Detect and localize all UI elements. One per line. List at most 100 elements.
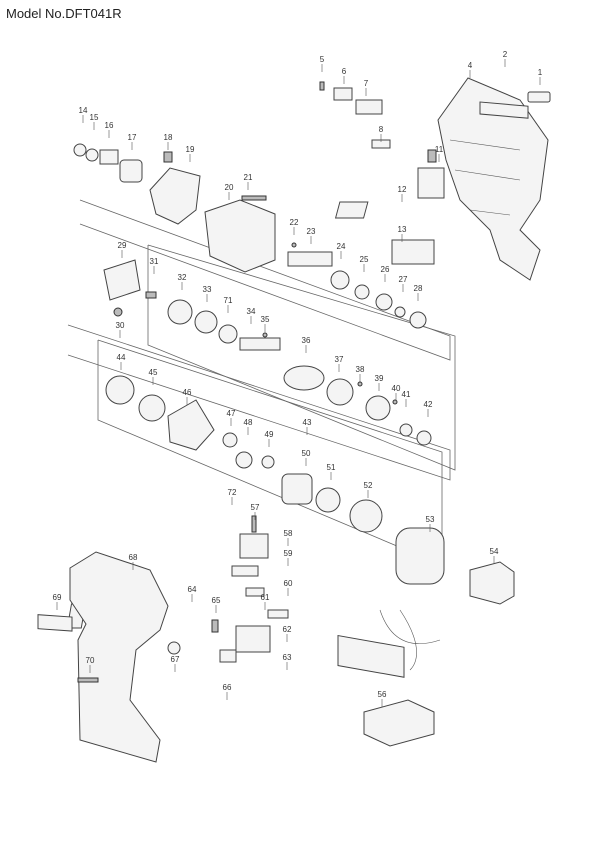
bearing-24-part [330, 270, 350, 290]
bearing-45-part [138, 394, 166, 422]
shaft-34-part [239, 337, 281, 351]
part-callout-58: 58 [284, 529, 293, 538]
spindle-part [287, 251, 333, 267]
wire-part [379, 609, 441, 671]
ring-25-part [354, 284, 370, 300]
carrier-46-part [167, 399, 215, 451]
spring-part [319, 81, 325, 91]
plate-44-part [105, 375, 135, 405]
gear-47-part [222, 432, 238, 448]
part-callout-56: 56 [378, 690, 387, 699]
part-callout-44: 44 [117, 353, 126, 362]
plate-51-part [315, 487, 341, 513]
switch-part [355, 99, 383, 115]
gear-housing-part [204, 199, 276, 273]
part-callout-37: 37 [335, 355, 344, 364]
part-callout-6: 6 [342, 67, 347, 76]
part-callout-5: 5 [320, 55, 325, 64]
screw-21-part [241, 195, 267, 201]
anvil-37-part [326, 378, 354, 406]
part-callout-32: 32 [178, 273, 187, 282]
part-callout-65: 65 [212, 596, 221, 605]
bracket-part [333, 87, 353, 101]
ring-28-part [409, 311, 427, 329]
name-plate-part [479, 101, 529, 119]
part-callout-54: 54 [490, 547, 499, 556]
part-callout-2: 2 [503, 50, 508, 59]
sleeve-part [119, 159, 143, 183]
cover-part [149, 167, 201, 225]
spring-36-part [283, 365, 325, 391]
part-callout-15: 15 [90, 113, 99, 122]
ring-42-part [416, 430, 432, 446]
label-69-part [37, 614, 73, 632]
washer-part [85, 148, 99, 162]
screw-18-part [163, 151, 173, 163]
part-callout-38: 38 [356, 365, 365, 374]
part-callout-30: 30 [116, 321, 125, 330]
part-callout-19: 19 [186, 145, 195, 154]
spring-31-part [145, 291, 157, 299]
bearing-26-part [375, 293, 393, 311]
hammer-39-part [365, 395, 391, 421]
part-callout-35: 35 [261, 315, 270, 324]
gear-50-part [281, 473, 313, 505]
ball-40-part [392, 399, 398, 405]
part-callout-1: 1 [538, 68, 543, 77]
part-callout-40: 40 [392, 384, 401, 393]
ball-38-part [357, 381, 363, 387]
part-callout-43: 43 [303, 418, 312, 427]
part-callout-13: 13 [398, 225, 407, 234]
part-callout-17: 17 [128, 133, 137, 142]
part-callout-68: 68 [129, 553, 138, 562]
washer-71-part [218, 324, 238, 344]
part-callout-22: 22 [290, 218, 299, 227]
ball-35-part [262, 332, 268, 338]
screw-70-part [77, 677, 99, 683]
part-callout-62: 62 [283, 625, 292, 634]
part-callout-70: 70 [86, 656, 95, 665]
pcb-part [417, 167, 445, 199]
part-callout-29: 29 [118, 241, 127, 250]
part-callout-33: 33 [203, 285, 212, 294]
plate-60-part [231, 565, 259, 577]
part-callout-49: 49 [265, 430, 274, 439]
part-callout-63: 63 [283, 653, 292, 662]
washer-41-part [399, 423, 413, 437]
nut-30-part [113, 307, 123, 317]
sleeve-52-part [349, 499, 383, 533]
ring-27-part [394, 306, 406, 318]
part-callout-67: 67 [171, 655, 180, 664]
spring-front-part [99, 149, 119, 165]
gear-48-part [235, 451, 253, 469]
part-callout-20: 20 [225, 183, 234, 192]
part-callout-72: 72 [228, 488, 237, 497]
housing-68-part [69, 551, 169, 763]
part-callout-24: 24 [337, 242, 346, 251]
screw-57-part [251, 515, 257, 533]
part-callout-39: 39 [375, 374, 384, 383]
part-callout-42: 42 [424, 400, 433, 409]
wire-62-part [267, 609, 289, 619]
lever-61-part [245, 587, 265, 597]
spring-65-part [211, 619, 219, 633]
part-callout-26: 26 [381, 265, 390, 274]
part-callout-48: 48 [244, 418, 253, 427]
part-callout-50: 50 [302, 449, 311, 458]
switch-59-part [239, 533, 269, 559]
part-callout-53: 53 [426, 515, 435, 524]
ball-22-part [291, 242, 297, 248]
motor-53-part [395, 527, 445, 585]
part-callout-47: 47 [227, 409, 236, 418]
part-callout-46: 46 [183, 388, 192, 397]
part-callout-36: 36 [302, 336, 311, 345]
part-callout-11: 11 [435, 145, 444, 154]
part-callout-18: 18 [164, 133, 173, 142]
part-callout-34: 34 [247, 307, 256, 316]
knob-67-part [167, 641, 181, 655]
part-callout-69: 69 [53, 593, 62, 602]
pad-part [334, 201, 369, 219]
part-callout-71: 71 [224, 296, 233, 305]
part-callout-60: 60 [284, 579, 293, 588]
